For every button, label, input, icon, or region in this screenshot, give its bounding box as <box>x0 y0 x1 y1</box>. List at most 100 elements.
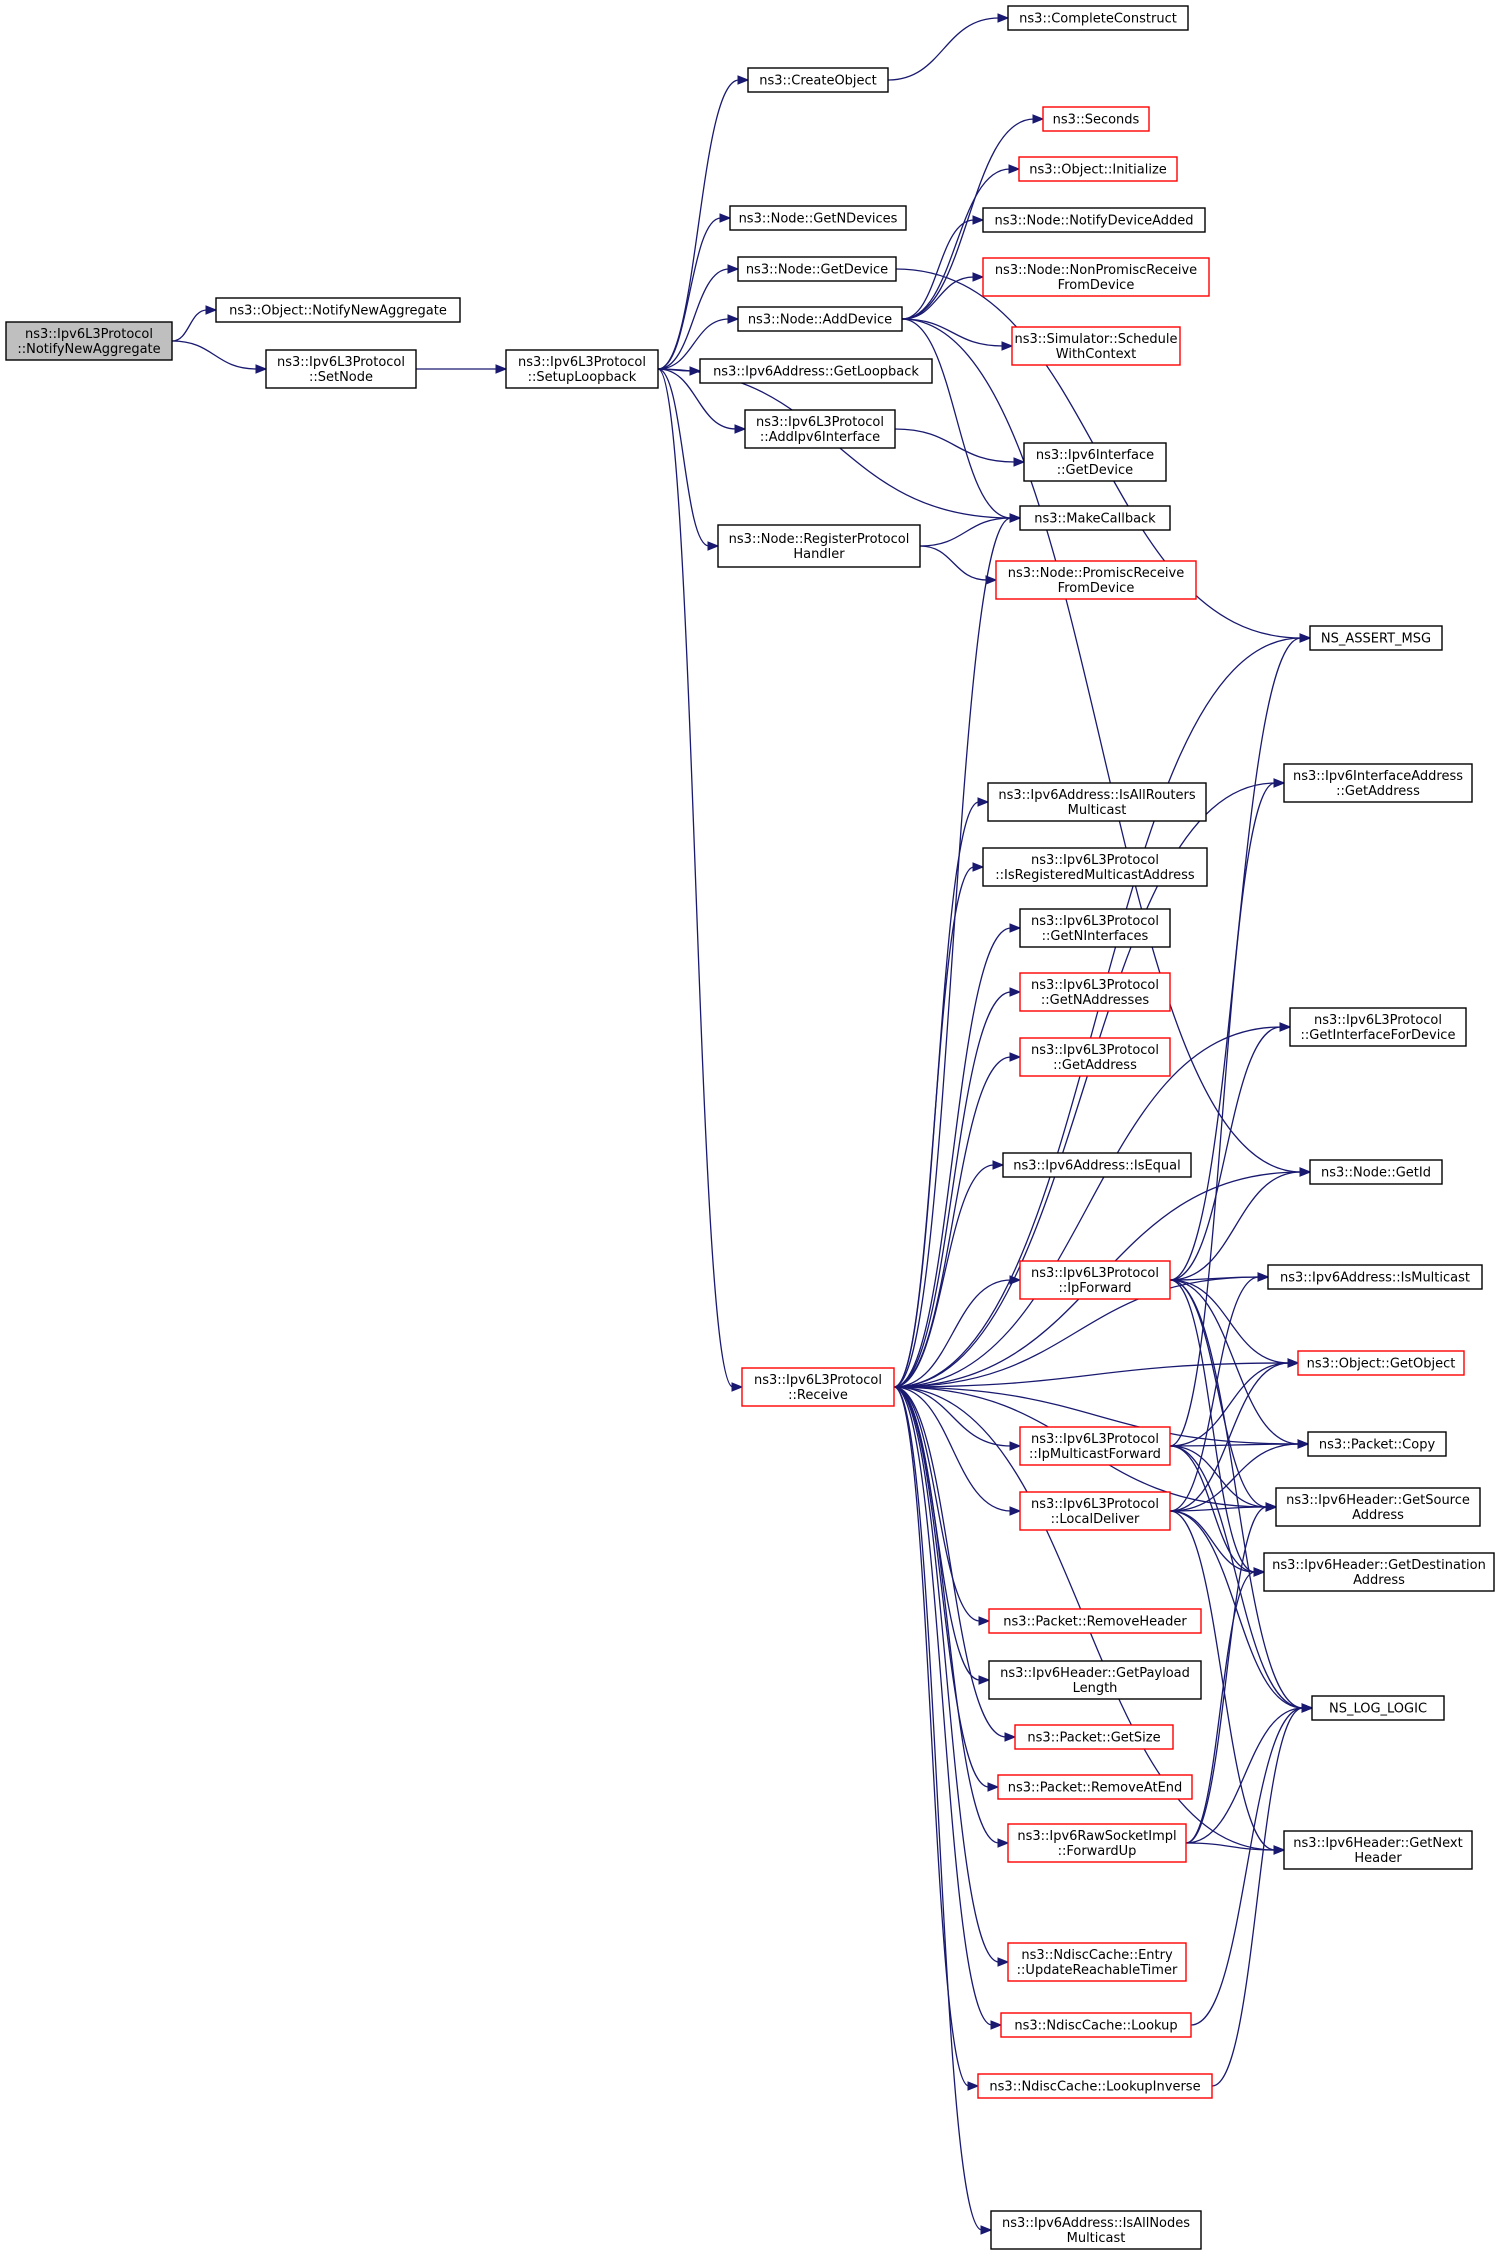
edge-arrowhead <box>1008 164 1021 174</box>
node-lookupinv[interactable]: ns3::NdiscCache::LookupInverse <box>977 2073 1213 2099</box>
node-isequal[interactable]: ns3::Ipv6Address::IsEqual <box>1002 1152 1192 1178</box>
node-label: ns3::Simulator::Schedule <box>1014 332 1177 347</box>
edge-ipmcfwd-to-pktcopy <box>1169 1439 1310 1449</box>
node-label: Handler <box>793 547 845 562</box>
node-label: ns3::Object::Initialize <box>1029 163 1167 178</box>
node-label: ::IsRegisteredMulticastAddress <box>995 868 1195 883</box>
node-box <box>977 2073 1213 2099</box>
node-label: ns3::Node::GetId <box>1321 1166 1431 1181</box>
node-ifaddr[interactable]: ns3::Ipv6InterfaceAddress::GetAddress <box>1283 763 1473 803</box>
edge-line <box>1169 1279 1268 1508</box>
node-loglogic[interactable]: NS_LOG_LOGIC <box>1311 1695 1445 1721</box>
node-getid[interactable]: ns3::Node::GetId <box>1309 1159 1443 1185</box>
node-removehdr[interactable]: ns3::Packet::RemoveHeader <box>988 1608 1202 1634</box>
node-getiffordev[interactable]: ns3::Ipv6L3Protocol::GetInterfaceForDevi… <box>1289 1007 1467 1047</box>
edge-arrowhead <box>1004 1732 1017 1742</box>
node-addif[interactable]: ns3::Ipv6L3Protocol::AddIpv6Interface <box>744 409 896 449</box>
node-label: ns3::Ipv6L3Protocol <box>1031 1266 1159 1281</box>
node-notifydev[interactable]: ns3::Node::NotifyDeviceAdded <box>982 207 1206 233</box>
node-pktcopy[interactable]: ns3::Packet::Copy <box>1307 1431 1447 1457</box>
node-obj_notify[interactable]: ns3::Object::NotifyNewAggregate <box>215 297 461 323</box>
node-label: ::GetNAddresses <box>1041 993 1149 1008</box>
edge-line <box>657 368 710 547</box>
node-rawfwdup[interactable]: ns3::Ipv6RawSocketImpl::ForwardUp <box>1007 1823 1187 1863</box>
node-complete[interactable]: ns3::CompleteConstruct <box>1007 5 1189 31</box>
node-box <box>1002 1152 1192 1178</box>
edge-receive-to-localdeliver <box>893 1386 1022 1516</box>
edge-arrowhead <box>978 1616 991 1626</box>
node-box <box>1019 505 1171 531</box>
node-label: ns3::Ipv6Header::GetDestination <box>1272 1558 1486 1573</box>
node-lookup[interactable]: ns3::NdiscCache::Lookup <box>1000 2012 1192 2038</box>
node-createobj[interactable]: ns3::CreateObject <box>747 67 889 93</box>
node-getdevice[interactable]: ns3::Node::GetDevice <box>737 256 897 282</box>
node-ipforward[interactable]: ns3::Ipv6L3Protocol::IpForward <box>1019 1260 1171 1300</box>
edge-line <box>1185 1707 1304 1844</box>
node-label: ::IpMulticastForward <box>1029 1447 1161 1462</box>
node-getnaddr[interactable]: ns3::Ipv6L3Protocol::GetNAddresses <box>1019 972 1171 1012</box>
edge-line <box>1185 1571 1256 1844</box>
node-label: ns3::Node::GetNDevices <box>739 212 898 227</box>
node-box <box>737 306 903 332</box>
node-ifgetdev[interactable]: ns3::Ipv6Interface::GetDevice <box>1023 442 1167 482</box>
node-getsize[interactable]: ns3::Packet::GetSize <box>1014 1724 1174 1750</box>
edge-line <box>1169 1443 1300 1447</box>
edge-line <box>657 318 730 370</box>
node-receive[interactable]: ns3::Ipv6L3Protocol::Receive <box>741 1367 895 1407</box>
edge-localdeliver-to-getobject <box>1169 1358 1300 1512</box>
edge-ipforward-to-ismc <box>1169 1272 1270 1282</box>
edge-arrowhead <box>1273 1845 1286 1855</box>
node-ipmcfwd[interactable]: ns3::Ipv6L3Protocol::IpMulticastForward <box>1019 1426 1171 1466</box>
edge-line <box>1169 1279 1290 1364</box>
node-makecb[interactable]: ns3::MakeCallback <box>1019 505 1171 531</box>
node-box <box>717 524 921 568</box>
node-label: ns3::Ipv6L3Protocol <box>1031 914 1159 929</box>
edge-adddevice-to-notifydev <box>901 215 985 320</box>
node-getobject[interactable]: ns3::Object::GetObject <box>1297 1350 1465 1376</box>
node-ismc[interactable]: ns3::Ipv6Address::IsMulticast <box>1267 1264 1483 1290</box>
node-assert[interactable]: NS_ASSERT_MSG <box>1309 625 1443 651</box>
edge-ipmcfwd-to-getobject <box>1169 1358 1300 1447</box>
edge-arrowhead <box>1009 923 1022 933</box>
node-updreach[interactable]: ns3::NdiscCache::Entry::UpdateReachableT… <box>1007 1942 1187 1982</box>
node-label: Address <box>1353 1573 1405 1588</box>
node-setuploop[interactable]: ns3::Ipv6L3Protocol::SetupLoopback <box>505 349 659 389</box>
edge-arrowhead <box>1001 341 1014 351</box>
edge-arrowhead <box>972 272 985 282</box>
node-getnif[interactable]: ns3::Ipv6L3Protocol::GetNInterfaces <box>1019 908 1171 948</box>
node-getndev[interactable]: ns3::Node::GetNDevices <box>729 205 907 231</box>
node-isregmc[interactable]: ns3::Ipv6L3Protocol::IsRegisteredMultica… <box>982 847 1208 887</box>
node-root[interactable]: ns3::Ipv6L3Protocol::NotifyNewAggregate <box>5 321 173 361</box>
edge-line <box>893 517 1012 1388</box>
edge-arrowhead <box>1273 778 1286 788</box>
edge-line <box>901 318 1302 1173</box>
edge-arrowhead <box>1279 1022 1292 1032</box>
node-localdeliver[interactable]: ns3::Ipv6L3Protocol::LocalDeliver <box>1019 1491 1171 1531</box>
node-getaddress[interactable]: ns3::Ipv6L3Protocol::GetAddress <box>1019 1037 1171 1077</box>
call-nodes: ns3::Ipv6L3Protocol::NotifyNewAggregaten… <box>5 5 1495 2250</box>
edge-line <box>901 318 1012 519</box>
node-seconds[interactable]: ns3::Seconds <box>1042 106 1150 132</box>
node-getloop[interactable]: ns3::Ipv6Address::GetLoopback <box>699 358 933 384</box>
node-objinit[interactable]: ns3::Object::Initialize <box>1018 156 1178 182</box>
node-label: ns3::NdiscCache::Lookup <box>1014 2019 1177 2034</box>
node-box <box>1289 1007 1467 1047</box>
edge-arrowhead <box>980 2225 993 2235</box>
node-removeend[interactable]: ns3::Packet::RemoveAtEnd <box>997 1774 1193 1800</box>
edge-line <box>657 268 730 370</box>
node-label: ns3::Ipv6Address::IsMulticast <box>1280 1271 1470 1286</box>
node-setnode[interactable]: ns3::Ipv6L3Protocol::SetNode <box>265 349 417 389</box>
node-adddevice[interactable]: ns3::Node::AddDevice <box>737 306 903 332</box>
node-box <box>1275 1487 1481 1527</box>
node-box <box>699 358 933 384</box>
